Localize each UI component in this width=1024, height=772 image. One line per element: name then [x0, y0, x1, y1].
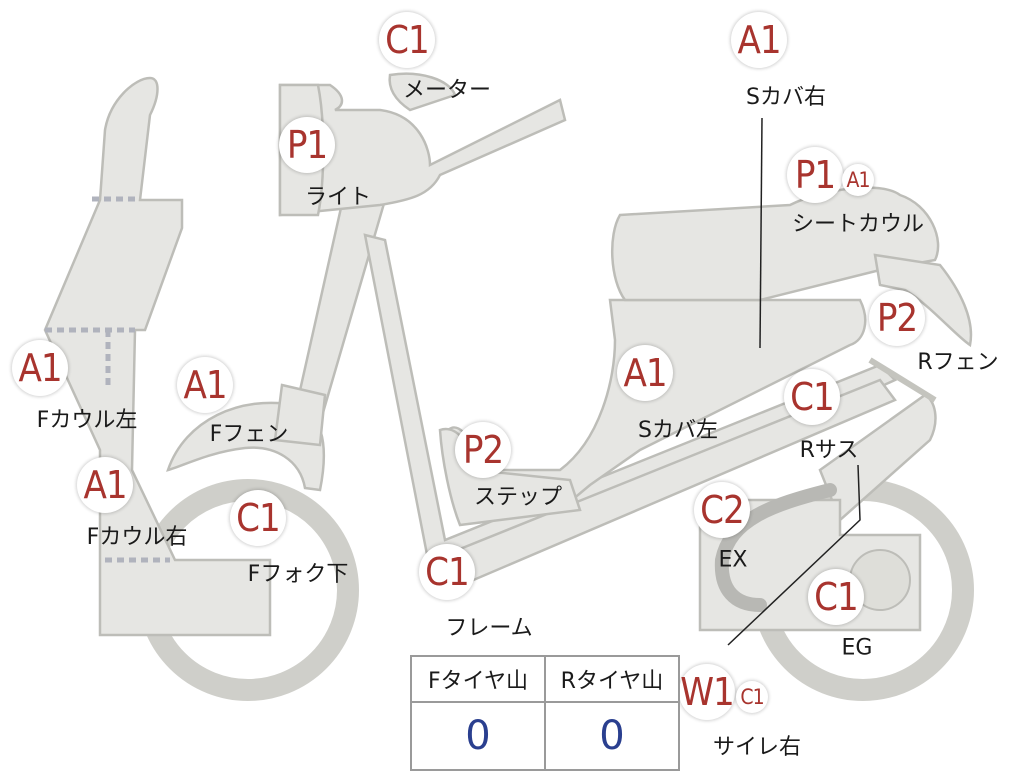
label-f-cowl-right: Fカウル右 [86, 525, 188, 550]
marker-step[interactable]: P2 [455, 422, 511, 478]
label-ex: EX [718, 547, 748, 573]
value-rear-tire[interactable]: 0 [544, 701, 680, 771]
marker-seat-cowl-p[interactable]: P1 [787, 147, 843, 203]
label-meter: メーター [402, 78, 492, 103]
marker-silencer-c[interactable]: C1 [736, 681, 768, 713]
label-f-fender: Fフェン [209, 422, 289, 447]
marker-s-cover-left[interactable]: A1 [617, 345, 673, 401]
seat-shape [611, 186, 940, 302]
label-eg: EG [841, 635, 873, 661]
marker-r-fender[interactable]: P2 [869, 290, 925, 346]
tire-tread-table: Fタイヤ山 Rタイヤ山 0 0 [410, 655, 680, 771]
marker-r-sus[interactable]: C1 [784, 369, 840, 425]
marker-f-fender[interactable]: A1 [177, 357, 233, 413]
marker-ex[interactable]: C2 [694, 482, 750, 538]
meter-shape [388, 72, 457, 112]
rear-shock-pipe [868, 357, 937, 403]
label-s-cover-left: Sカバ左 [638, 418, 718, 443]
label-light: ライト [304, 185, 372, 210]
label-f-fork-lower: Fフォク下 [247, 562, 349, 587]
fork-lower-shape [273, 383, 327, 447]
label-step: ステップ [473, 485, 563, 510]
header-front-tire: Fタイヤ山 [410, 655, 546, 703]
marker-light[interactable]: P1 [279, 117, 335, 173]
marker-f-cowl-left[interactable]: A1 [12, 340, 68, 396]
r-sus-leader-line [727, 464, 861, 646]
marker-meter[interactable]: C1 [379, 12, 435, 68]
label-frame: フレーム [445, 616, 533, 641]
step-floor [438, 427, 582, 527]
marker-silencer-w[interactable]: W1 [679, 664, 735, 720]
label-f-cowl-left: Fカウル左 [36, 408, 138, 433]
header-rear-tire: Rタイヤ山 [544, 655, 680, 703]
marker-seat-cowl-a[interactable]: A1 [842, 164, 874, 196]
label-s-cover-right: Sカバ右 [746, 85, 826, 110]
label-silencer: サイレ右 [712, 735, 802, 760]
marker-eg[interactable]: C1 [808, 569, 864, 625]
marker-frame[interactable]: C1 [419, 544, 475, 600]
value-front-tire[interactable]: 0 [410, 701, 546, 771]
label-seat-cowl: シートカウル [791, 212, 925, 237]
marker-f-cowl-right[interactable]: A1 [77, 457, 133, 513]
headlight-body [278, 83, 567, 217]
marker-s-cover-right[interactable]: A1 [731, 12, 787, 68]
s-cover-leader-line [759, 117, 763, 349]
label-r-fender: Rフェン [917, 350, 999, 375]
front-cowl-seam-mid [45, 327, 135, 390]
marker-f-fork-lower[interactable]: C1 [230, 490, 286, 546]
label-r-sus: Rサス [799, 438, 859, 463]
front-cowl-shape [43, 76, 272, 637]
exhaust-pipe [714, 483, 837, 612]
